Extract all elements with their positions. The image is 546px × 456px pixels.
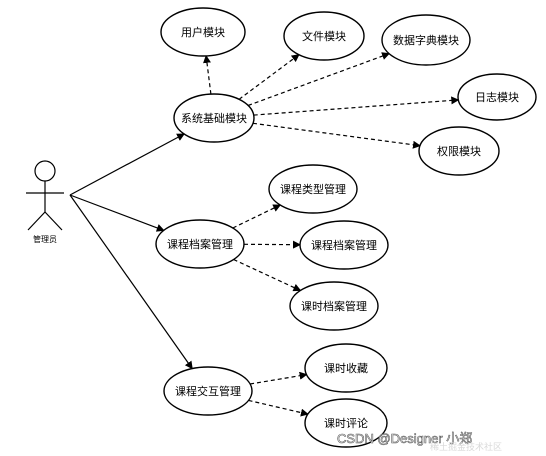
include-arrow-sys_base-to-perm — [252, 122, 421, 149]
use-case-label: 日志模块 — [475, 91, 519, 104]
use-case-label: 文件模块 — [302, 29, 346, 43]
use-case-label: 课时档案管理 — [301, 299, 367, 313]
include-arrow-sys_base-to-user — [203, 54, 212, 95]
actor-label: 管理员 — [33, 234, 57, 244]
use-case-course-archive-sub: 课程档案管理 — [299, 220, 389, 270]
use-case-label: 课程档案管理 — [311, 238, 377, 252]
use-case-label: 课时收藏 — [324, 361, 368, 375]
use-case-label: 用户模块 — [181, 25, 225, 39]
use-case-ellipse — [283, 11, 365, 61]
use-case-ellipse — [304, 343, 388, 393]
links-layer — [69, 52, 460, 417]
include-arrow-course_archive_mgmt-to-lesson_archive — [233, 258, 302, 292]
use-case-ellipse — [304, 398, 388, 448]
use-case-lesson-comment: 课时评论 — [304, 398, 388, 448]
use-case-course-archive-mgmt: 课程档案管理 — [155, 219, 245, 269]
use-case-dict: 数据字典模块 — [381, 14, 471, 66]
include-arrow-course_interact-to-lesson_fav — [250, 371, 308, 385]
use-case-course-interact: 课程交互管理 — [163, 366, 253, 416]
use-case-label: 课时评论 — [324, 416, 368, 430]
association-arrow-actor-to-sys_base — [69, 133, 185, 196]
use-case-ellipse — [155, 219, 245, 269]
actor-administrator: 管理员 — [26, 160, 64, 244]
association-arrow-actor-to-course_archive_mgmt — [69, 194, 165, 232]
use-case-label: 课程类型管理 — [280, 182, 346, 196]
use-case-label: 权限模块 — [437, 145, 481, 158]
use-case-ellipse — [289, 281, 379, 331]
use-case-lesson-archive: 课时档案管理 — [289, 281, 379, 331]
use-case-sys-base: 系统基础模块 — [173, 93, 255, 143]
use-case-log: 日志模块 — [457, 73, 537, 121]
use-case-label: 系统基础模块 — [181, 112, 247, 125]
use-case-ellipse — [418, 126, 500, 176]
watermark: CSDN @Designer 小郑 稀土掘金技术社区 — [337, 431, 502, 453]
use-case-ellipse — [173, 93, 255, 143]
use-case-ellipse — [160, 7, 246, 57]
use-case-label: 数据字典模块 — [393, 33, 459, 47]
watermark-subtext: 稀土掘金技术社区 — [430, 441, 502, 453]
association-arrow-actor-to-course_interact — [69, 194, 193, 370]
include-arrow-course_archive_mgmt-to-course_type_mgmt — [232, 204, 282, 229]
use-case-user: 用户模块 — [160, 7, 246, 57]
use-case-label: 课程交互管理 — [175, 384, 241, 398]
include-arrow-sys_base-to-dict — [247, 52, 391, 107]
use-case-ellipse — [268, 164, 358, 214]
use-case-course-type-mgmt: 课程类型管理 — [268, 164, 358, 214]
use-case-label: 课程档案管理 — [167, 237, 233, 251]
watermark-text: CSDN @Designer 小郑 — [337, 431, 472, 446]
include-arrow-course_interact-to-lesson_comment — [248, 399, 309, 417]
use-case-ellipse — [457, 73, 537, 121]
use-case-ellipse — [163, 366, 253, 416]
actor-right-leg-line — [44, 211, 63, 231]
use-case-ellipse — [299, 220, 389, 270]
use-case-lesson-fav: 课时收藏 — [304, 343, 388, 393]
actor-left-leg-line — [27, 211, 46, 231]
use-case-perm: 权限模块 — [418, 126, 500, 176]
include-arrow-sys_base-to-file — [238, 54, 300, 100]
actor-head-icon — [34, 160, 56, 182]
use-case-file: 文件模块 — [283, 11, 365, 61]
include-arrow-sys_base-to-log — [253, 96, 460, 116]
use-case-ellipse — [381, 14, 471, 66]
